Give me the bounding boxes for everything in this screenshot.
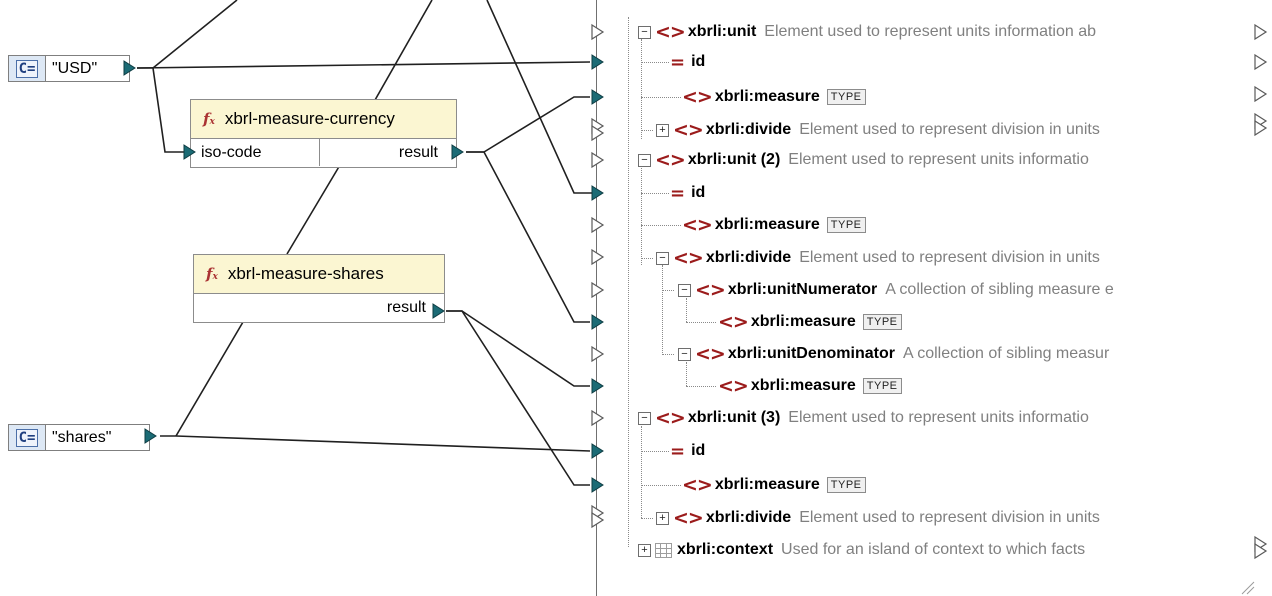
element-icon: <> [695, 279, 726, 301]
constant-value: "shares" [52, 428, 112, 446]
output-port-icon[interactable] [431, 303, 447, 319]
type-badge[interactable]: TYPE [826, 89, 866, 105]
element-icon: <> [682, 86, 713, 108]
attribute-icon: = [670, 51, 686, 73]
element-icon: <> [682, 214, 713, 236]
element-icon: <> [655, 149, 686, 171]
input-port-icon[interactable] [182, 144, 198, 160]
target-input-ports[interactable] [590, 0, 606, 540]
function-icon: fx [203, 110, 215, 128]
function-title: xbrl-measure-shares [227, 264, 384, 283]
tree-row-unit-3[interactable]: −<>xbrli:unit (3)Element used to represe… [638, 403, 1089, 433]
function-header: fx xbrl-measure-currency [191, 100, 456, 139]
attribute-icon: = [670, 440, 686, 462]
element-icon: <> [655, 21, 686, 43]
output-port-icon[interactable] [450, 144, 466, 160]
tree-row-unit-2[interactable]: −<>xbrli:unit (2)Element used to represe… [638, 145, 1089, 175]
constant-icon: C= [9, 56, 46, 81]
constant-usd[interactable]: C= "USD" [8, 55, 130, 82]
target-component-border [596, 0, 597, 596]
collapse-toggle-icon[interactable]: − [638, 25, 651, 39]
tree-row-attribute[interactable]: =id [670, 182, 706, 204]
type-badge[interactable]: TYPE [826, 217, 866, 233]
element-icon: <> [718, 375, 749, 397]
constant-value: "USD" [52, 59, 98, 77]
element-icon: <> [718, 311, 749, 333]
element-icon: <> [695, 343, 726, 365]
input-iso-code[interactable]: iso-code [191, 139, 320, 166]
collapse-toggle-icon[interactable]: − [678, 347, 691, 361]
function-header: fx xbrl-measure-shares [194, 255, 444, 294]
collapse-toggle-icon[interactable]: − [638, 411, 651, 425]
output-port-icon[interactable] [143, 428, 159, 444]
type-badge[interactable]: TYPE [862, 314, 902, 330]
resize-grip-icon[interactable] [1240, 580, 1256, 596]
tree-row-attribute[interactable]: =id [670, 440, 706, 462]
output-port-icon[interactable] [122, 60, 138, 76]
element-icon: <> [655, 407, 686, 429]
output-result[interactable]: result [398, 143, 438, 161]
element-icon: <> [673, 247, 704, 269]
function-icon: fx [206, 265, 218, 283]
collapse-toggle-icon[interactable]: − [678, 283, 691, 297]
collapse-toggle-icon[interactable]: − [638, 153, 651, 167]
attribute-icon: = [670, 182, 686, 204]
function-xbrl-measure-shares[interactable]: fx xbrl-measure-shares result [193, 254, 445, 323]
tree-row-attribute[interactable]: =id [670, 51, 706, 73]
function-title: xbrl-measure-currency [224, 109, 395, 128]
expand-toggle-icon[interactable]: + [638, 543, 651, 557]
element-icon: <> [673, 119, 704, 141]
constant-shares[interactable]: C= "shares" [8, 424, 150, 451]
type-badge[interactable]: TYPE [826, 477, 866, 493]
table-icon [655, 542, 672, 558]
target-output-ports[interactable] [1253, 0, 1271, 560]
expand-toggle-icon[interactable]: + [656, 123, 669, 137]
collapse-toggle-icon[interactable]: − [656, 251, 669, 265]
type-badge[interactable]: TYPE [862, 378, 902, 394]
function-xbrl-measure-currency[interactable]: fx xbrl-measure-currency iso-code result [190, 99, 457, 168]
output-result[interactable]: result [386, 298, 426, 316]
element-icon: <> [682, 474, 713, 496]
expand-toggle-icon[interactable]: + [656, 511, 669, 525]
constant-icon: C= [9, 425, 46, 450]
element-icon: <> [673, 507, 704, 529]
